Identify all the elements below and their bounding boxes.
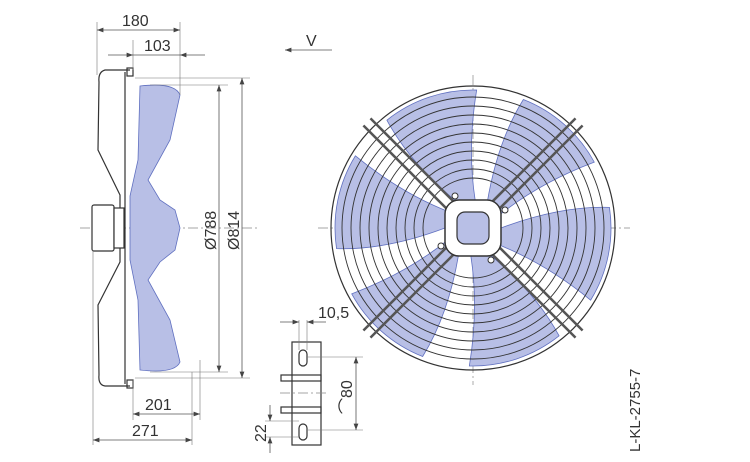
- hub-bolt-hole: [437, 242, 445, 250]
- guard-ring: [413, 168, 533, 288]
- dim-180: 180: [122, 13, 149, 30]
- slot-bottom: [298, 423, 308, 441]
- slot-top: [298, 349, 308, 367]
- guard-ring: [341, 96, 605, 360]
- guard-ring: [350, 105, 596, 351]
- fan-blade: [351, 239, 460, 357]
- guard-ring: [404, 159, 542, 297]
- guard-ring: [386, 141, 560, 315]
- drawing-number: L-KL-2755-7: [627, 369, 644, 452]
- fan-blade: [486, 99, 595, 217]
- guard-ring: [395, 150, 551, 306]
- dim-hole-spacing: ⌒80: [338, 380, 356, 414]
- hub-bolt-hole: [451, 192, 459, 200]
- dim-271: 271: [132, 423, 159, 440]
- view-direction-arrow: V: [285, 33, 332, 53]
- front-view: [318, 75, 630, 385]
- hub-bolt-hole: [501, 206, 509, 214]
- side-blade: [129, 84, 181, 372]
- guard-ring: [377, 132, 569, 324]
- dim-dia-814: Ø814: [226, 211, 243, 250]
- guard-ring: [422, 177, 524, 279]
- guard-outer-ring: [330, 85, 616, 371]
- view-label: V: [306, 33, 317, 50]
- dim-slot-offset: 22: [253, 424, 270, 442]
- hub-bolt-hole: [487, 256, 495, 264]
- mounting-bracket: 10,5 ⌒80 22: [253, 305, 363, 453]
- guard-ring: [359, 114, 587, 342]
- side-view: 180 103 Ø788 Ø814 201 271: [80, 13, 260, 445]
- dim-dia-788: Ø788: [203, 211, 220, 250]
- dim-201: 201: [145, 397, 172, 414]
- motor-hub: [91, 204, 115, 252]
- dim-103: 103: [144, 38, 171, 55]
- dim-slot-width: 10,5: [318, 305, 349, 322]
- hub-center: [456, 211, 490, 245]
- guard-ring: [368, 123, 578, 333]
